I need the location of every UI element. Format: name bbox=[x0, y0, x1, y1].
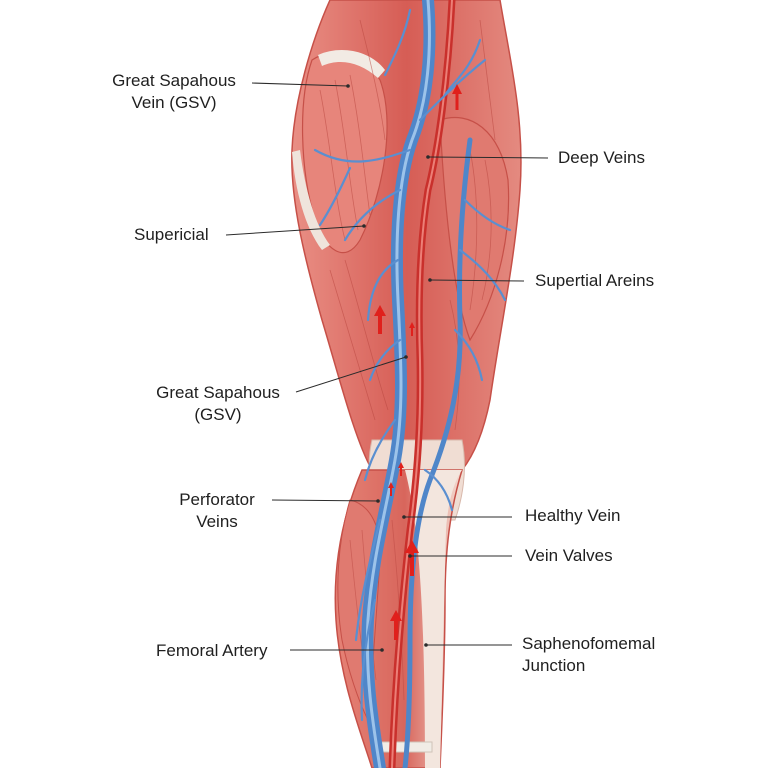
label-vein-valves: Vein Valves bbox=[525, 545, 613, 567]
leader-gsv-top bbox=[251, 82, 349, 87]
leader-dot bbox=[376, 499, 380, 503]
vein-branches bbox=[313, 8, 512, 722]
label-line: Veins bbox=[196, 512, 238, 531]
leader-dot bbox=[426, 155, 430, 159]
flow-arrow bbox=[374, 305, 386, 334]
deep-vein bbox=[402, 137, 473, 768]
flow-arrow bbox=[390, 610, 402, 640]
leader-supertial-areins bbox=[429, 279, 525, 282]
label-healthy-vein: Healthy Vein bbox=[525, 505, 620, 527]
label-line: Femoral Artery bbox=[156, 641, 268, 660]
flow-arrow bbox=[409, 322, 415, 336]
label-line: Deep Veins bbox=[558, 148, 645, 167]
leader-gsv-mid bbox=[295, 356, 407, 393]
label-supericial: Supericial bbox=[134, 224, 209, 246]
label-line: Junction bbox=[522, 656, 586, 675]
label-perforator-veins: Perforator Veins bbox=[164, 489, 270, 533]
leader-deep-veins bbox=[427, 156, 549, 159]
leader-dot bbox=[402, 515, 406, 519]
femoral-artery-highlight bbox=[391, 0, 453, 768]
label-line: Supertial Areins bbox=[535, 271, 655, 290]
label-femoral-artery: Femoral Artery bbox=[156, 640, 267, 662]
flow-arrows bbox=[374, 84, 462, 640]
leader-dot bbox=[424, 643, 428, 647]
label-great-saphenous-mid: Great Sapahous (GSV) bbox=[140, 382, 296, 426]
leader-dot bbox=[428, 278, 432, 282]
leader-dots bbox=[346, 84, 432, 652]
tendon-side bbox=[292, 150, 330, 250]
label-line: Saphenofomemal bbox=[522, 634, 656, 653]
label-line: Great Sapahous bbox=[156, 383, 280, 402]
label-great-saphenous-vein-top: Great Sapahous Vein (GSV) bbox=[96, 70, 252, 114]
label-line: Vein Valves bbox=[525, 546, 613, 565]
label-line: Great Sapahous bbox=[112, 71, 236, 90]
leader-supericial bbox=[225, 225, 365, 236]
label-line: Vein (GSV) bbox=[131, 93, 217, 112]
leader-lines bbox=[225, 82, 549, 651]
leader-dot bbox=[380, 648, 384, 652]
leader-dot bbox=[362, 224, 366, 228]
label-line: Supericial bbox=[134, 225, 209, 244]
label-saphenofemoral-junction: Saphenofomemal Junction bbox=[522, 633, 655, 677]
flow-arrow bbox=[452, 84, 462, 110]
label-line: Healthy Vein bbox=[525, 506, 621, 525]
label-supertial-areins: Supertial Areins bbox=[535, 270, 654, 292]
flow-arrow bbox=[405, 540, 419, 576]
label-deep-veins: Deep Veins bbox=[558, 147, 645, 169]
leader-dot bbox=[408, 554, 412, 558]
flow-arrow bbox=[388, 482, 394, 496]
label-line: Perforator bbox=[179, 490, 255, 509]
leader-dot bbox=[404, 355, 408, 359]
leader-perforator bbox=[271, 499, 379, 502]
shin-bone bbox=[405, 470, 462, 768]
flow-arrow bbox=[398, 462, 404, 476]
leader-dot bbox=[346, 84, 350, 88]
label-line: (GSV) bbox=[194, 405, 242, 424]
tendon-top bbox=[318, 50, 385, 78]
ankle-band bbox=[374, 741, 433, 753]
